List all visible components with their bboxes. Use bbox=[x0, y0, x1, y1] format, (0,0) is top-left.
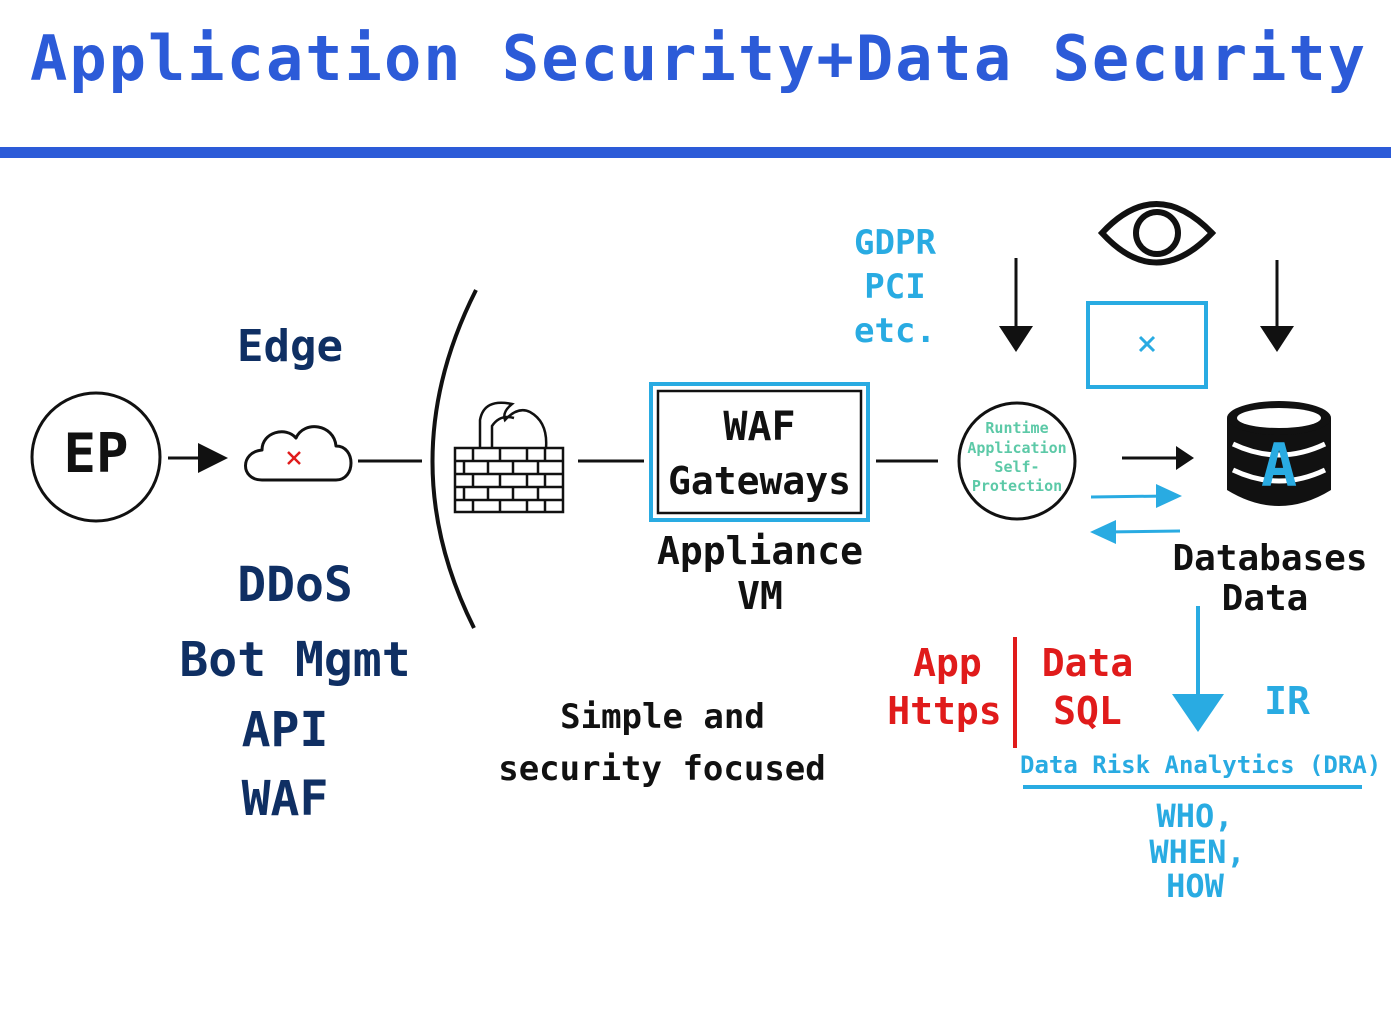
waf-box-outer bbox=[649, 382, 870, 522]
monitor-box bbox=[1086, 301, 1208, 389]
waf-box-line2: Gateways bbox=[667, 459, 852, 503]
caption-line1: Simple and bbox=[560, 697, 765, 737]
compliance-etc: etc. bbox=[854, 311, 936, 351]
data-sql-label-1: Data bbox=[1041, 641, 1134, 685]
question-how: HOW bbox=[1166, 867, 1224, 905]
database-letter: A bbox=[1260, 431, 1298, 501]
eye-icon bbox=[1097, 201, 1217, 266]
compliance-gdpr: GDPR bbox=[854, 223, 936, 263]
service-waf: WAF bbox=[241, 771, 329, 827]
service-ddos: DDoS bbox=[237, 557, 353, 613]
ir-label: IR bbox=[1264, 679, 1310, 723]
perimeter-bracket bbox=[430, 289, 478, 629]
cloud-icon bbox=[244, 425, 353, 482]
rasp-line3: Self- bbox=[994, 458, 1040, 476]
caption-line2: security focused bbox=[498, 749, 826, 789]
endpoint-label: EP bbox=[63, 422, 129, 485]
rasp-line2: Application bbox=[967, 439, 1067, 457]
waf-box-line1: WAF bbox=[723, 404, 796, 450]
app-label: App bbox=[913, 641, 982, 685]
page-title: Application Security+Data Security bbox=[30, 22, 1368, 95]
https-label: Https bbox=[887, 689, 1002, 733]
database-label: Databases bbox=[1172, 538, 1368, 579]
service-bot-mgmt: Bot Mgmt bbox=[179, 632, 411, 688]
title-underline bbox=[0, 147, 1391, 158]
question-when: WHEN, bbox=[1149, 833, 1246, 871]
waf-appliance-label: Appliance bbox=[657, 529, 863, 573]
waf-vm-label: VM bbox=[737, 574, 783, 618]
waf-box-inner bbox=[656, 389, 863, 515]
database-icon bbox=[1227, 401, 1331, 506]
arrow-cyan-right bbox=[1090, 494, 1169, 499]
dra-label: Data Risk Analytics (DRA) bbox=[1020, 751, 1382, 779]
service-api: API bbox=[241, 702, 329, 758]
firewall-icon bbox=[453, 401, 565, 514]
compliance-pci: PCI bbox=[864, 267, 926, 307]
data-sql-label-2: SQL bbox=[1053, 689, 1122, 733]
rasp-line1: Runtime bbox=[985, 419, 1049, 437]
edge-label: Edge bbox=[237, 321, 343, 372]
data-label: Data bbox=[1221, 578, 1309, 619]
arrow-cyan-left bbox=[1103, 529, 1181, 534]
rasp-circle bbox=[957, 401, 1077, 521]
endpoint-circle bbox=[30, 391, 162, 523]
rasp-line4: Protection bbox=[971, 477, 1063, 495]
question-who: WHO, bbox=[1156, 797, 1234, 835]
